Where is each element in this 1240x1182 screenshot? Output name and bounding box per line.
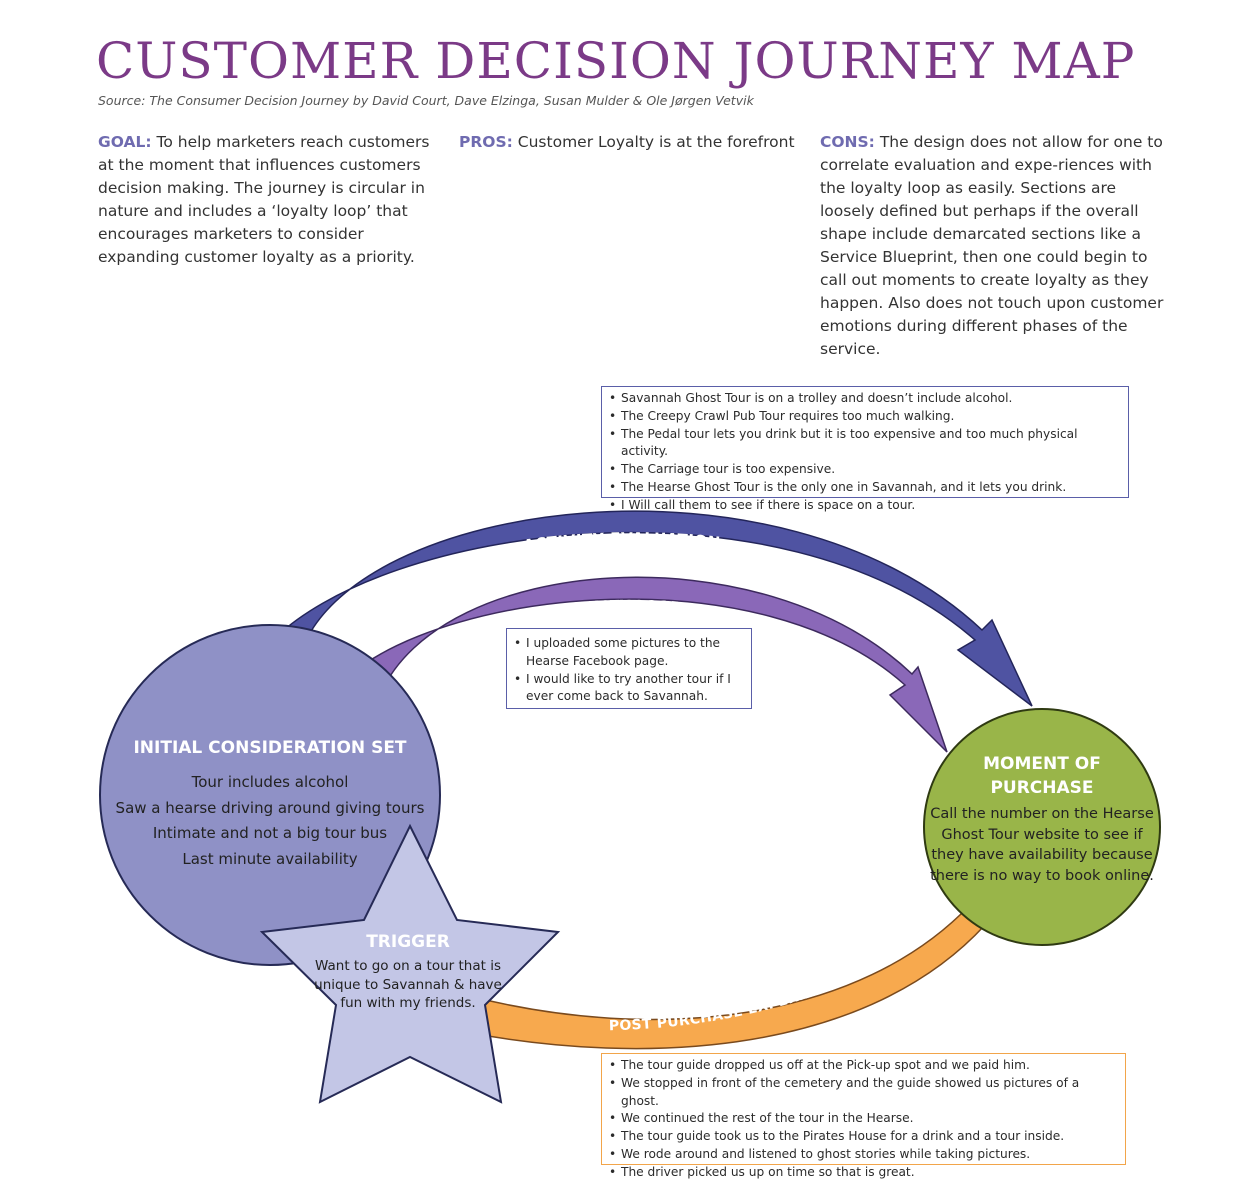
initial-consideration-circle xyxy=(99,624,441,966)
post-purchase-list: The tour guide dropped us off at the Pic… xyxy=(601,1053,1126,1181)
page-title: CUSTOMER DECISION JOURNEY MAP xyxy=(96,32,1136,90)
trigger-title: TRIGGER xyxy=(366,932,450,952)
initial-consideration-item: Saw a hearse driving around giving tours xyxy=(115,799,425,817)
cons-label: CONS: xyxy=(820,133,875,151)
post-purchase-arc xyxy=(454,903,986,1050)
list-item: I would like to try another tour if I ev… xyxy=(513,671,745,707)
goal-section: GOAL: To help marketers reach customers … xyxy=(98,131,448,269)
cons-text: The design does not allow for one to cor… xyxy=(820,133,1164,358)
activity-evaluation-arrow xyxy=(266,510,1033,707)
cons-section: CONS: The design does not allow for one … xyxy=(820,131,1165,361)
moment-of-purchase-text: Call the number on the Hearse Ghost Tour… xyxy=(930,806,1154,884)
moment-of-purchase-circle xyxy=(923,708,1161,946)
trigger-text: Want to go on a tour that is unique to S… xyxy=(314,958,502,1011)
trigger-star xyxy=(259,823,561,1104)
initial-consideration-title: INITIAL CONSIDERATION SET xyxy=(133,738,407,758)
activity-evaluation-list: Savannah Ghost Tour is on a trolley and … xyxy=(601,386,1129,514)
initial-consideration-item: Intimate and not a big tour bus xyxy=(152,824,388,842)
moment-of-purchase-title: MOMENT OF PURCHASE xyxy=(924,752,1160,800)
goal-label: GOAL: xyxy=(98,133,152,151)
source-citation: Source: The Consumer Decision Journey by… xyxy=(98,93,754,108)
list-item: I uploaded some pictures to the Hearse F… xyxy=(513,635,745,671)
pros-label: PROS: xyxy=(459,133,513,151)
list-item: The Creepy Crawl Pub Tour requires too m… xyxy=(608,408,1122,426)
moment-of-purchase-title-line2: PURCHASE xyxy=(990,778,1094,798)
loyalty-loop-label: LOYALTY LOOP xyxy=(560,598,681,618)
goal-text: To help marketers reach customers at the… xyxy=(98,133,430,266)
moment-of-purchase-title-line1: MOMENT OF xyxy=(983,754,1101,774)
list-item: The Hearse Ghost Tour is the only one in… xyxy=(608,479,1122,497)
list-item: The driver picked us up on time so that … xyxy=(608,1164,1119,1182)
initial-consideration-item: Tour includes alcohol xyxy=(191,773,349,791)
loyalty-loop-arrow xyxy=(348,576,948,753)
list-item: We stopped in front of the cemetery and … xyxy=(608,1075,1119,1111)
list-item: The Pedal tour lets you drink but it is … xyxy=(608,426,1122,462)
svg-text:LOYALTY LOOP: LOYALTY LOOP xyxy=(560,598,681,618)
list-item: Savannah Ghost Tour is on a trolley and … xyxy=(608,390,1122,408)
loyalty-loop-list: I uploaded some pictures to the Hearse F… xyxy=(506,628,752,709)
list-item: The Carriage tour is too expensive. xyxy=(608,461,1122,479)
list-item: The tour guide dropped us off at the Pic… xyxy=(608,1057,1119,1075)
initial-consideration-item: Last minute availability xyxy=(182,850,358,868)
pros-text: Customer Loyalty is at the forefront xyxy=(517,133,795,151)
list-item: I Will call them to see if there is spac… xyxy=(608,497,1122,515)
list-item: The tour guide took us to the Pirates Ho… xyxy=(608,1128,1119,1146)
list-item: We rode around and listened to ghost sto… xyxy=(608,1146,1119,1164)
list-item: We continued the rest of the tour in the… xyxy=(608,1110,1119,1128)
pros-section: PROS: Customer Loyalty is at the forefro… xyxy=(459,131,804,154)
